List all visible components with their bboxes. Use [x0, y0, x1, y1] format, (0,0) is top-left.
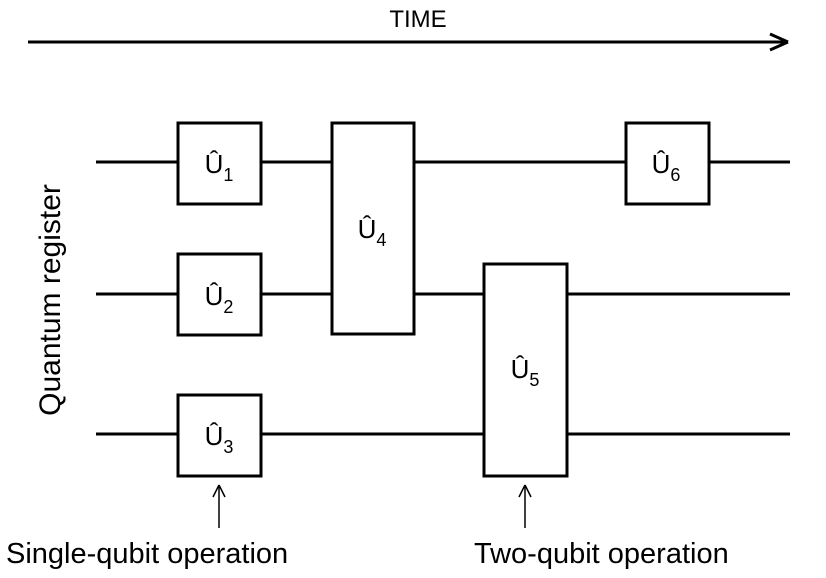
time-label: TIME [389, 6, 446, 33]
single-qubit-pointer-arrowhead [212, 484, 226, 498]
gate-u3-symbol: Û [205, 421, 224, 451]
gate-u4-symbol: Û [358, 214, 377, 244]
gate-u6-symbol: Û [652, 149, 671, 179]
svg-text:Û5: Û5 [511, 354, 540, 390]
register-label: Quantum register [34, 184, 67, 416]
svg-text:Û3: Û3 [205, 421, 234, 457]
gate-u3-subscript: 3 [223, 437, 233, 457]
gate-u2: Û2 [176, 252, 263, 337]
svg-text:Û1: Û1 [205, 149, 234, 185]
single-qubit-annotation: Single-qubit operation [6, 538, 288, 570]
gate-u6-subscript: 6 [670, 165, 680, 185]
two-qubit-annotation: Two-qubit operation [474, 538, 729, 570]
gate-u5-symbol: Û [511, 354, 530, 384]
gate-u1-subscript: 1 [223, 165, 233, 185]
gate-u5: Û5 [482, 262, 569, 478]
two-qubit-pointer-arrowhead [518, 484, 532, 498]
gate-u2-symbol: Û [205, 281, 224, 311]
gate-u3: Û3 [176, 393, 263, 478]
gate-u6: Û6 [624, 121, 711, 206]
gate-u1-symbol: Û [205, 149, 224, 179]
svg-text:Û6: Û6 [652, 149, 681, 185]
gate-u4-subscript: 4 [376, 230, 386, 250]
svg-text:Û2: Û2 [205, 281, 234, 317]
gate-u2-subscript: 2 [223, 297, 233, 317]
gate-u1: Û1 [176, 121, 263, 206]
gate-u5-subscript: 5 [529, 370, 539, 390]
time-arrowhead [769, 32, 789, 52]
gate-u4: Û4 [330, 121, 416, 336]
svg-text:Û4: Û4 [358, 214, 387, 250]
